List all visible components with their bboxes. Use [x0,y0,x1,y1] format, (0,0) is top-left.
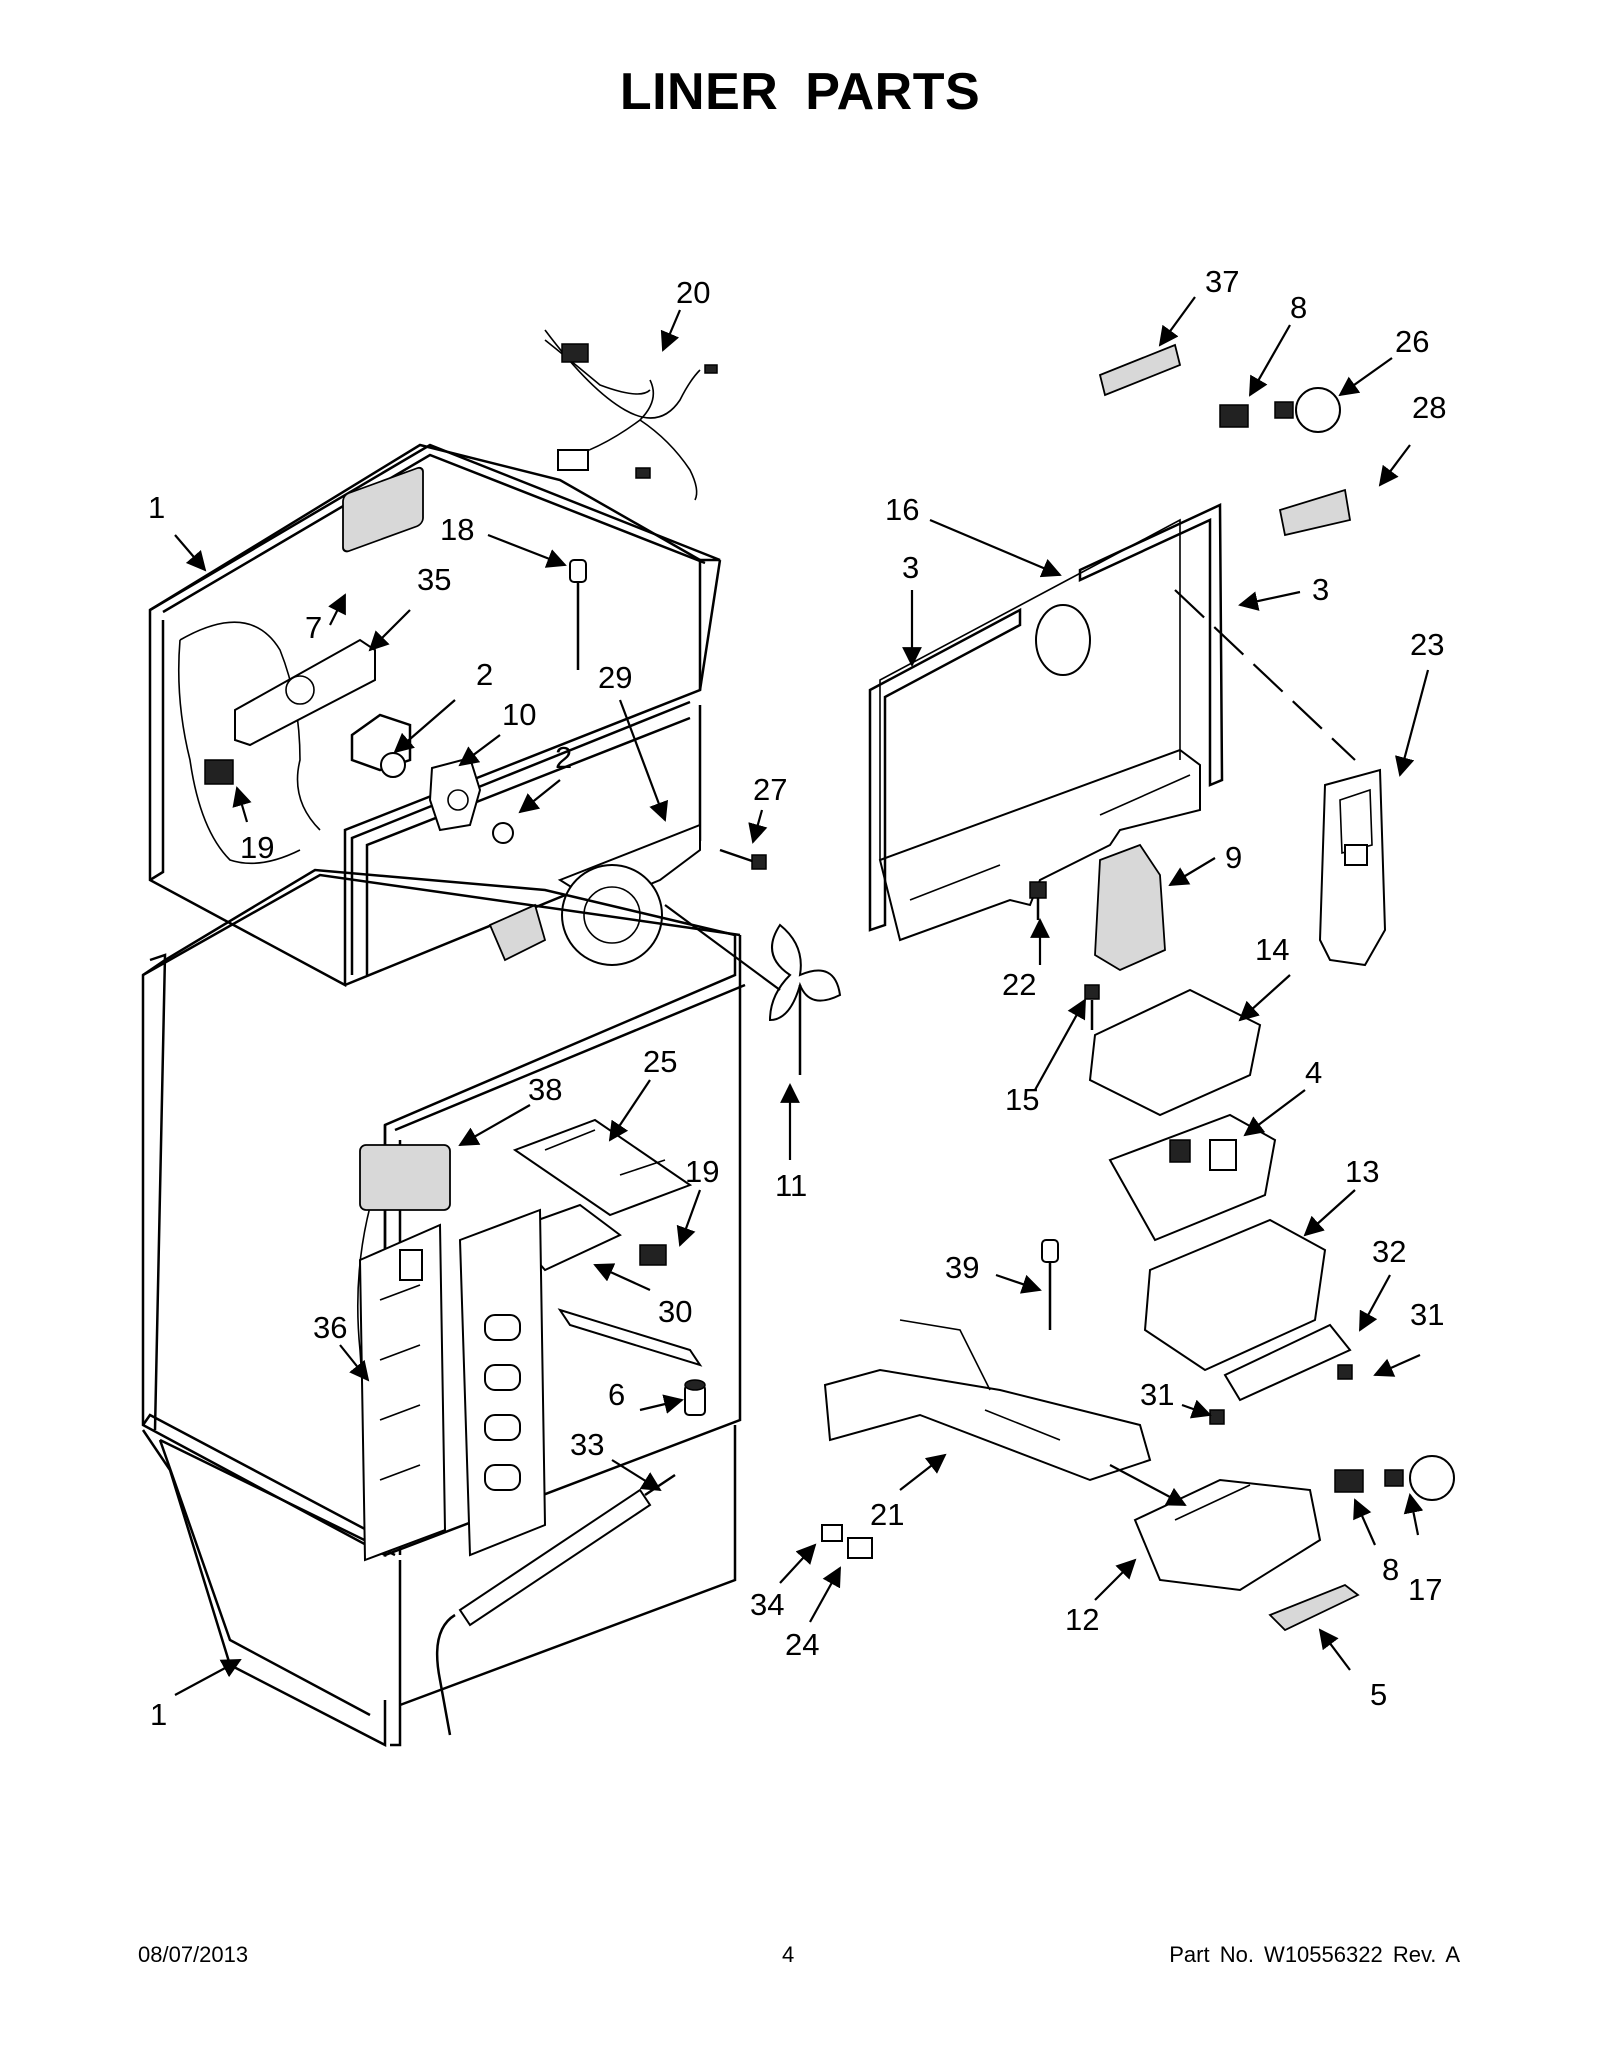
callout-23: 23 [1410,627,1444,662]
callout-18: 18 [440,512,474,547]
light-shield-part-38 [359,1144,451,1211]
callout-11: 11 [775,1168,807,1203]
callout-29: 29 [598,660,632,695]
duct-part-36 [358,1223,447,1562]
lamp-socket-part-19a [204,759,234,785]
callout-33: 33 [570,1427,604,1462]
washer-part-2a [380,752,406,778]
lens-part-5 [1268,1583,1360,1632]
bulb-part-17 [1384,1455,1455,1501]
motor-part-10 [428,756,482,832]
thermistor-part-39 [1041,1239,1059,1330]
callout-34: 34 [750,1587,784,1622]
wire-harness-part-20 [544,329,718,501]
washer-part-2b [492,822,514,844]
heater-tube-part-33 [435,1473,676,1736]
bulb-part-26 [1274,387,1341,433]
callout-24: 24 [785,1627,819,1662]
filter-part-34 [821,1524,843,1542]
housing-part-13 [1143,1218,1327,1372]
callout-8a: 8 [1290,290,1307,325]
callout-7: 7 [305,610,322,645]
callout-10: 10 [502,697,536,732]
back-panel-part-16 [878,518,1201,942]
control-housing-part-35 [234,638,376,747]
callout-19b: 19 [685,1154,719,1189]
footer-page-number: 4 [782,1942,795,1967]
light-shield-part-7 [342,466,424,553]
callout-38: 38 [528,1072,562,1107]
callout-28: 28 [1412,390,1446,425]
footer-part-number: Part No. W10556322 Rev. A [1169,1942,1460,1967]
fan-blade-part-11 [768,923,842,1075]
air-duct-part-23 [1318,768,1387,967]
callout-12: 12 [1065,1602,1099,1637]
callout-27: 27 [753,772,787,807]
dashed-leader [1174,589,1356,761]
socket-part-8b [1334,1469,1364,1493]
callout-1b: 1 [150,1697,167,1732]
control-housing-part-25 [512,1118,693,1217]
callout-3a: 3 [902,550,919,585]
callout-37: 37 [1205,264,1239,299]
bracket-part-32 [1223,1323,1352,1402]
callout-1a: 1 [148,490,165,525]
callout-9: 9 [1225,840,1242,875]
callout-32: 32 [1372,1234,1406,1269]
callout-21: 21 [870,1497,904,1532]
socket-part-8a [1219,404,1249,428]
gasket-part-3 [868,503,1224,932]
callout-13: 13 [1345,1154,1379,1189]
callout-5: 5 [1370,1677,1387,1712]
cover-part-37 [1098,343,1182,397]
callout-numbers: 1 20 18 7 35 2 10 2 29 27 19 11 1 38 25 … [148,264,1446,1732]
callout-31b: 31 [1140,1377,1174,1412]
page-title: LINER PARTS [619,63,981,121]
control-board-part-4 [1108,1113,1277,1242]
callout-2b: 2 [555,740,572,775]
callout-30: 30 [658,1294,692,1329]
callout-2a: 2 [476,657,493,692]
screw-part-27 [719,848,767,870]
cover-part-28 [1278,488,1352,537]
callout-36: 36 [313,1310,347,1345]
duct-cover-center [458,1208,547,1557]
callout-6: 6 [608,1377,625,1412]
fresh-food-liner [141,868,746,1748]
damper-part-6 [684,1379,706,1416]
callout-8b: 8 [1382,1552,1399,1587]
tray-part-21 [823,1319,1152,1482]
thermistor-part-18 [569,559,587,670]
screw-part-31a [1337,1364,1353,1380]
fan-shroud-part-29 [488,823,701,966]
screw-part-31b [1209,1409,1225,1425]
leader-lines [174,296,1430,1696]
callout-16: 16 [885,492,919,527]
callout-17: 17 [1408,1572,1442,1607]
callout-3b: 3 [1312,572,1329,607]
lamp-socket-part-19b [639,1244,667,1266]
callout-39: 39 [945,1250,979,1285]
cover-part-14 [1088,988,1262,1117]
footer-date: 08/07/2013 [138,1942,249,1967]
callout-22: 22 [1002,967,1036,1002]
callout-26: 26 [1395,324,1429,359]
callout-14: 14 [1255,932,1289,967]
callout-4: 4 [1305,1055,1322,1090]
screw-part-15 [1084,984,1100,1030]
screw-part-22 [1029,881,1047,920]
housing-part-12 [1133,1478,1322,1592]
callout-20: 20 [676,275,710,310]
label-part-24 [847,1537,873,1559]
callout-35: 35 [417,562,451,597]
callout-25: 25 [643,1044,677,1079]
trim-part-9 [1094,843,1166,972]
callout-15: 15 [1005,1082,1039,1117]
callout-19a: 19 [240,830,274,865]
callout-31a: 31 [1410,1297,1444,1332]
